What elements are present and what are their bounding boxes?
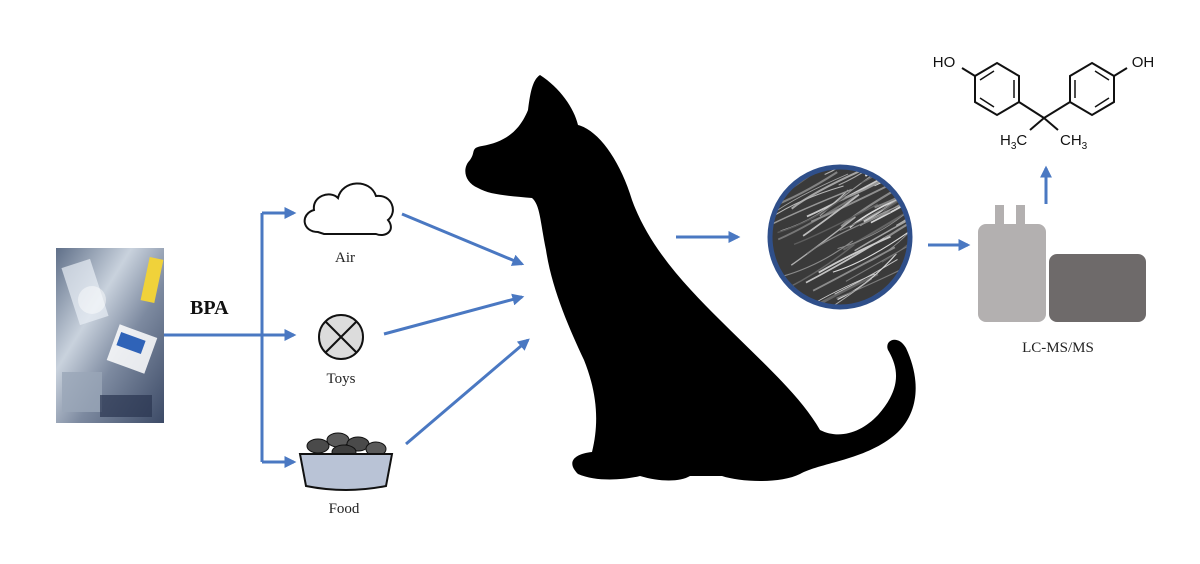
air-label: Air	[335, 250, 355, 266]
food-bowl-icon	[298, 432, 394, 491]
hydroxyl-left-label: HO	[933, 54, 956, 71]
bpa-label: BPA	[190, 297, 229, 319]
source-routing-arrows	[164, 207, 297, 468]
methyl-right-label: CH3	[1060, 132, 1088, 152]
toy-ball-icon	[318, 314, 364, 360]
lc-ms-label: LC-MS/MS	[1022, 340, 1094, 356]
bpa-structure-icon	[961, 61, 1128, 131]
food-label: Food	[329, 501, 360, 517]
exposure-arrows	[383, 212, 530, 446]
hair-sample-icon	[767, 164, 913, 310]
dog-silhouette-icon	[465, 75, 916, 481]
methyl-left-label: H3C	[1000, 132, 1027, 152]
toys-label: Toys	[327, 371, 356, 387]
lc-ms-instrument-icon	[978, 205, 1146, 322]
hydroxyl-right-label: OH	[1132, 54, 1155, 71]
plastic-waste-image	[56, 248, 164, 423]
cloud-icon	[303, 182, 394, 236]
